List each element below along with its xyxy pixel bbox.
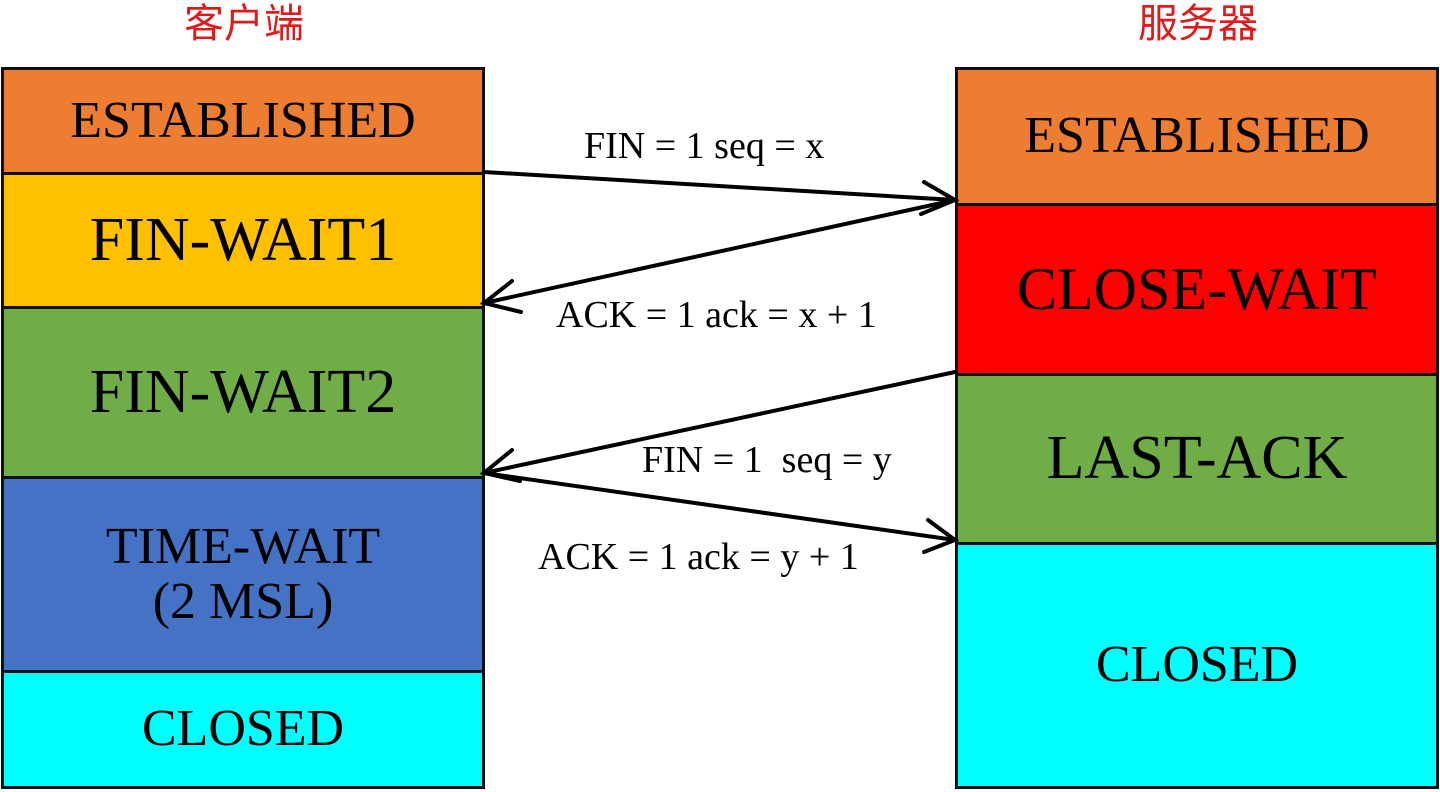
state-label: ESTABLISHED: [1024, 107, 1370, 165]
client-state-closed: CLOSED: [4, 670, 482, 786]
arrow-ack-y1: [482, 471, 960, 554]
client-state-fin-wait1: FIN-WAIT1: [4, 172, 482, 306]
message-fin-x: FIN = 1 seq = x: [584, 125, 825, 167]
state-label: CLOSED: [1095, 636, 1299, 694]
arrow-fin-x: [482, 170, 960, 216]
state-label: FIN-WAIT2: [89, 357, 397, 426]
arrow-line: [482, 170, 957, 202]
client-title: 客户端: [184, 1, 304, 46]
arrow-ack-x1: [479, 198, 957, 314]
arrowhead-icon: [479, 279, 523, 314]
state-label: CLOSED: [141, 700, 345, 758]
state-label: FIN-WAIT1: [89, 205, 397, 274]
server-state-last-ack: LAST-ACK: [958, 373, 1436, 542]
arrow-line: [482, 198, 957, 305]
state-label: CLOSE-WAIT: [1017, 256, 1377, 322]
client-state-column: ESTABLISHED FIN-WAIT1 FIN-WAIT2 TIME-WAI…: [1, 67, 485, 789]
state-label: ESTABLISHED: [70, 91, 416, 149]
server-state-close-wait: CLOSE-WAIT: [958, 203, 1436, 373]
client-state-fin-wait2: FIN-WAIT2: [4, 306, 482, 476]
state-label: LAST-ACK: [1046, 424, 1348, 493]
server-title: 服务器: [1138, 1, 1258, 46]
server-state-column: ESTABLISHED CLOSE-WAIT LAST-ACK CLOSED: [955, 67, 1439, 789]
message-fin-y: FIN = 1 seq = y: [642, 439, 892, 481]
client-state-time-wait: TIME-WAIT (2 MSL): [4, 476, 482, 670]
arrow-line: [482, 471, 957, 542]
server-state-established: ESTABLISHED: [958, 70, 1436, 203]
server-state-closed: CLOSED: [958, 542, 1436, 786]
arrowhead-icon: [922, 518, 960, 554]
message-ack-y1: ACK = 1 ack = y + 1: [538, 536, 859, 578]
arrow-line: [482, 370, 957, 475]
client-state-established: ESTABLISHED: [4, 70, 482, 172]
message-ack-x1: ACK = 1 ack = x + 1: [556, 294, 877, 336]
state-label: TIME-WAIT (2 MSL): [105, 517, 381, 630]
